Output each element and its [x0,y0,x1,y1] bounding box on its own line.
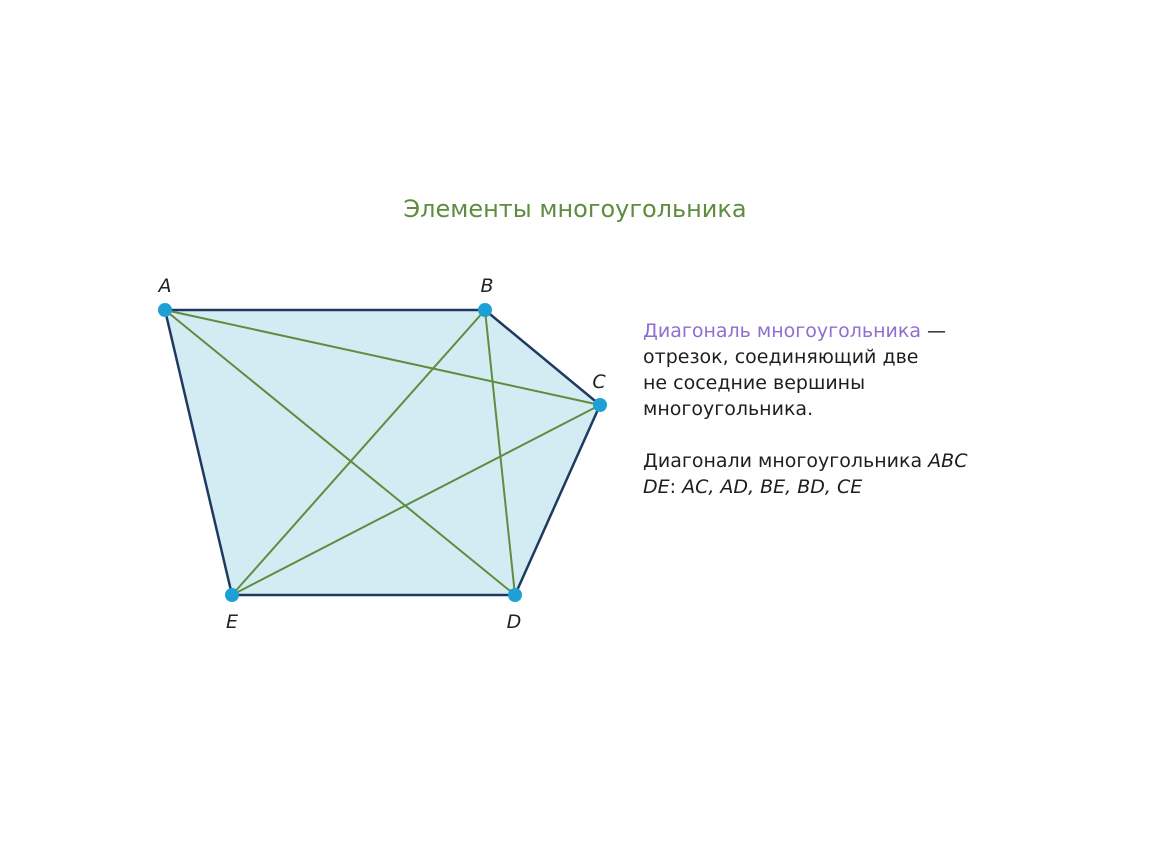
polygon-shape [163,308,602,597]
definition-text: Диагональ многоугольника — [643,318,1113,344]
polygon-name-part-2: DE [643,476,670,498]
definition-dash: — [920,320,947,342]
definition-line-3: не соседние вершины [643,372,866,394]
vertex-label-b: B [480,275,493,297]
diagonal-ce [231,404,601,596]
page-title: Элементы многоугольника [403,195,747,223]
diagonals-colon: : [669,476,683,498]
vertex-e [225,588,239,602]
diagonals-text-line-1: Диагонали многоугольника ABC [643,448,1113,474]
diagonal-bd [484,309,516,596]
vertices-group [158,303,607,602]
diagonals-prefix: Диагонали многоугольника [643,450,929,472]
vertex-labels-group: A B C D E [157,275,607,633]
diagonals-list: AC, AD, BE, BD, CE [682,476,863,498]
definition-line-2: отрезок, соединяющий две [643,346,919,368]
description-block: Диагональ многоугольника — отрезок, соед… [643,318,1113,500]
diagonals-group [164,309,601,596]
diagonal-be [231,309,486,596]
diagonal-ac [164,309,601,406]
vertex-c [593,398,607,412]
vertex-label-a: A [157,275,172,297]
definition-term: Диагональ многоугольника [643,320,921,342]
diagonal-ad [164,309,516,596]
vertex-label-c: C [592,371,606,393]
vertex-label-e: E [226,611,238,633]
vertex-a [158,303,172,317]
definition-line-4: многоугольника. [643,398,814,420]
diagonals-text-line-2: DE: AC, AD, BE, BD, CE [643,474,1113,500]
vertex-b [478,303,492,317]
polygon-name-part-1: ABC [928,450,968,472]
vertex-label-d: D [507,611,522,633]
vertex-d [508,588,522,602]
